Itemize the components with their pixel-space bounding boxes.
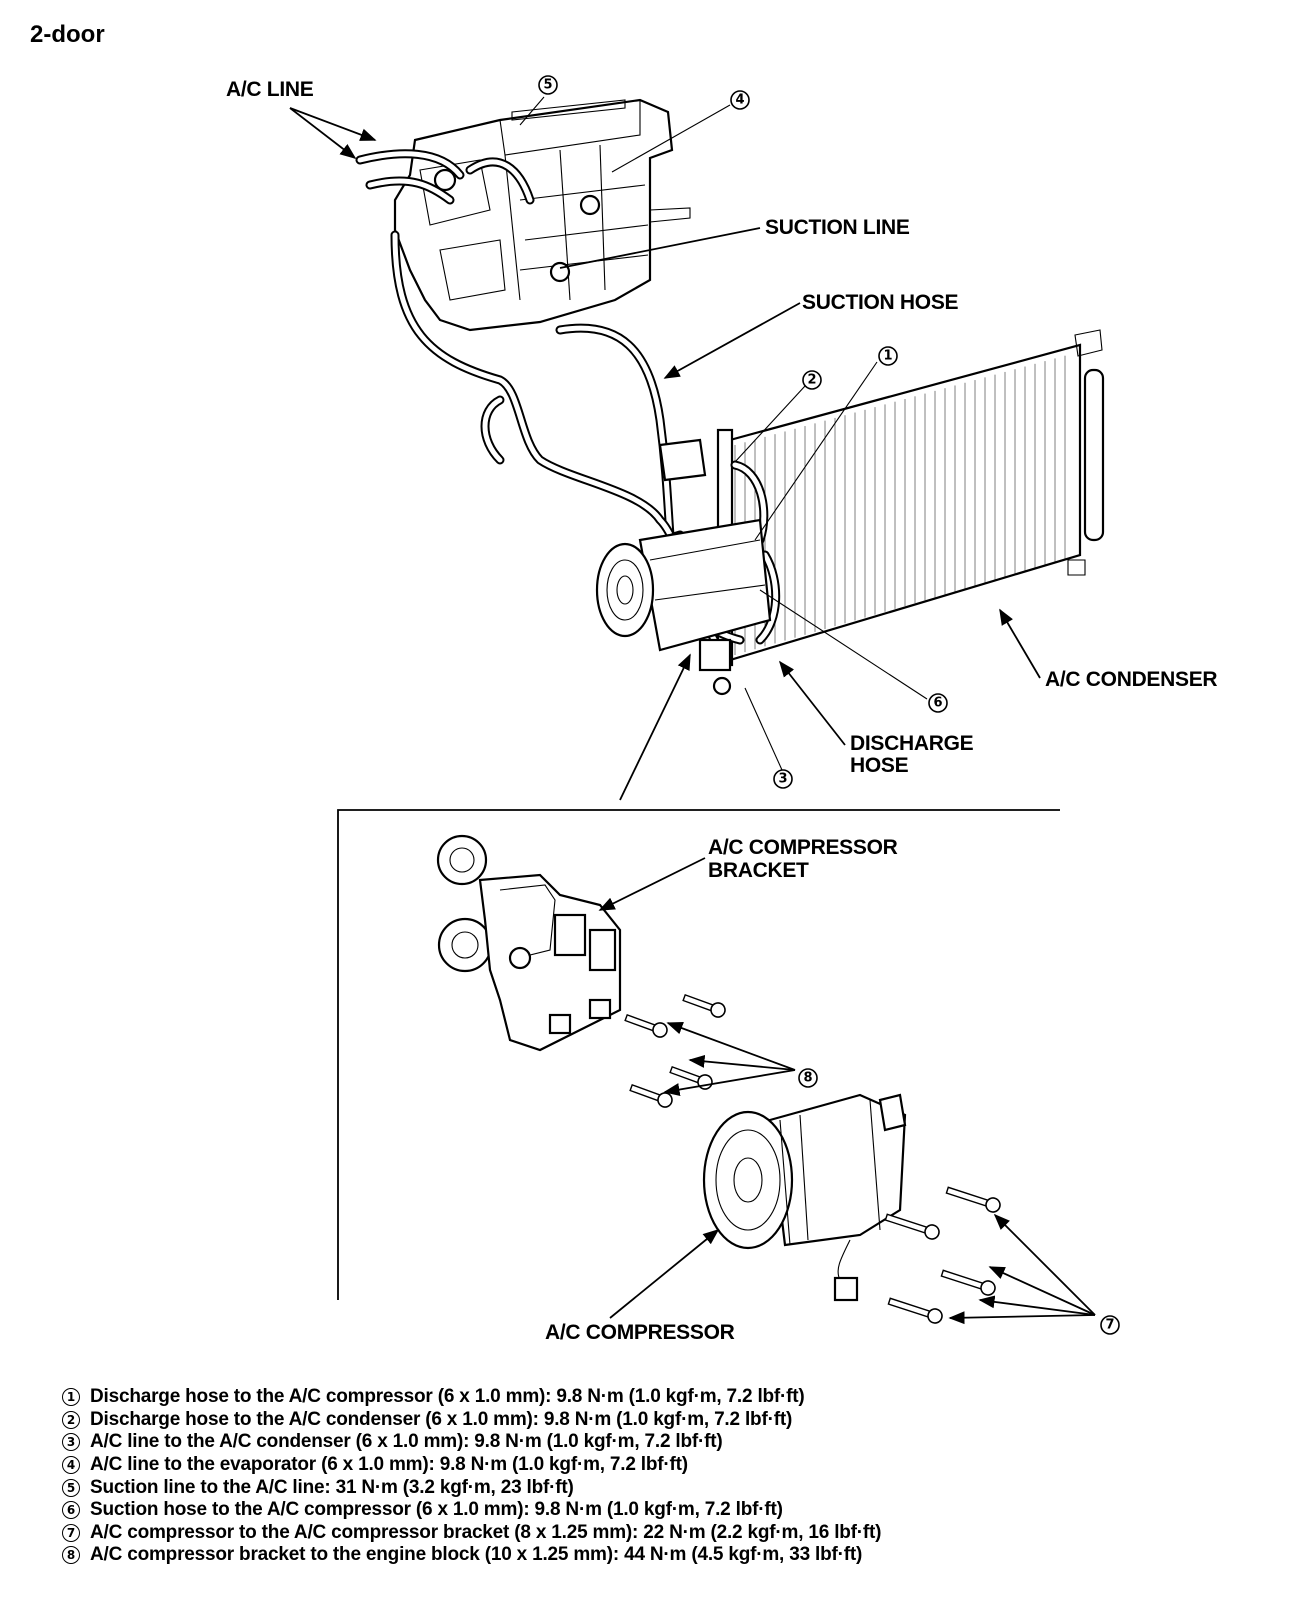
legend-item: 8 A/C compressor bracket to the engine bl…: [62, 1544, 1162, 1567]
bolt: [884, 1213, 940, 1240]
svg-text:6: 6: [933, 696, 942, 711]
legend-item: 1 Discharge hose to the A/C compressor (6…: [62, 1386, 1162, 1409]
legend-number: 5: [62, 1478, 80, 1497]
callout-7: 7: [1100, 1315, 1120, 1335]
legend-item: 3 A/C line to the A/C condenser (6 x 1.0 …: [62, 1431, 1162, 1454]
label-ac-line: A/C LINE: [226, 78, 314, 101]
legend-number: 8: [62, 1546, 80, 1565]
label-discharge-hose-line2: HOSE: [850, 754, 909, 777]
legend-text: Suction line to the A/C line: 31 N·m (3.…: [90, 1476, 574, 1498]
legend-item: 2 Discharge hose to the A/C condenser (6 …: [62, 1409, 1162, 1432]
legend-number: 6: [62, 1501, 80, 1520]
label-discharge-hose-line1: DISCHARGE: [850, 732, 974, 755]
svg-text:5: 5: [543, 78, 552, 93]
svg-text:4: 4: [735, 93, 744, 108]
legend-number: 7: [62, 1523, 80, 1542]
legend-text: A/C line to the evaporator (6 x 1.0 mm):…: [90, 1454, 688, 1476]
callout-6: 6: [928, 693, 948, 713]
svg-text:7: 7: [1105, 1318, 1114, 1333]
compressor-bolts: [884, 1186, 1001, 1324]
legend-number: 1: [62, 1388, 80, 1407]
page-title: 2-door: [30, 21, 105, 48]
ac-condenser: [716, 329, 1105, 667]
bolt: [682, 993, 726, 1018]
label-suction-hose: SUCTION HOSE: [802, 291, 959, 314]
legend-number: 2: [62, 1410, 80, 1429]
bolt: [624, 1013, 668, 1038]
legend-text: Discharge hose to the A/C compressor (6 …: [90, 1386, 805, 1408]
label-compressor-bracket-line2: BRACKET: [708, 859, 809, 882]
detail-link-arrow: [619, 653, 691, 801]
legend-text: A/C line to the A/C condenser (6 x 1.0 m…: [90, 1431, 723, 1453]
label-suction-line: SUCTION LINE: [765, 216, 910, 239]
legend-item: 4 A/C line to the evaporator (6 x 1.0 mm)…: [62, 1454, 1162, 1477]
legend-item: 6 Suction hose to the A/C compressor (6 x…: [62, 1499, 1162, 1522]
bolt: [887, 1297, 943, 1324]
label-compressor-bracket-line1: A/C COMPRESSOR: [708, 836, 898, 859]
legend-text: A/C compressor to the A/C compressor bra…: [90, 1521, 882, 1543]
torque-spec-legend: 1 Discharge hose to the A/C compressor (6…: [62, 1386, 1162, 1567]
bracket-bolts: [624, 993, 726, 1108]
evaporator-unit: [393, 98, 691, 332]
callout-2: 2: [802, 370, 822, 390]
bolt: [940, 1269, 996, 1296]
bolt: [629, 1083, 673, 1108]
legend-item: 5 Suction line to the A/C line: 31 N·m (3…: [62, 1476, 1162, 1499]
legend-number: 4: [62, 1456, 80, 1475]
legend-text: Suction hose to the A/C compressor (6 x …: [90, 1499, 783, 1521]
svg-text:8: 8: [803, 1071, 812, 1086]
callout-1: 1: [878, 346, 898, 366]
ac-compressor-detail: [702, 1093, 907, 1302]
svg-text:1: 1: [883, 349, 892, 364]
callout-4: 4: [730, 90, 750, 110]
label-ac-condenser: A/C CONDENSER: [1045, 668, 1217, 691]
legend-number: 3: [62, 1433, 80, 1452]
svg-text:3: 3: [778, 772, 787, 787]
callout-8: 8: [798, 1068, 818, 1088]
label-ac-compressor: A/C COMPRESSOR: [545, 1321, 735, 1344]
leader-lines: [289, 96, 1096, 1325]
ac-compressor-installed: [595, 518, 772, 696]
legend-text: A/C compressor bracket to the engine blo…: [90, 1544, 863, 1566]
svg-text:2: 2: [807, 373, 816, 388]
callout-3: 3: [773, 769, 793, 789]
detail-frame: [337, 809, 1060, 1300]
compressor-bracket-assembly: [436, 834, 622, 1052]
legend-text: Discharge hose to the A/C condenser (6 x…: [90, 1408, 793, 1430]
callout-5: 5: [538, 75, 558, 95]
legend-item: 7 A/C compressor to the A/C compressor br…: [62, 1522, 1162, 1545]
bolt: [945, 1186, 1001, 1213]
